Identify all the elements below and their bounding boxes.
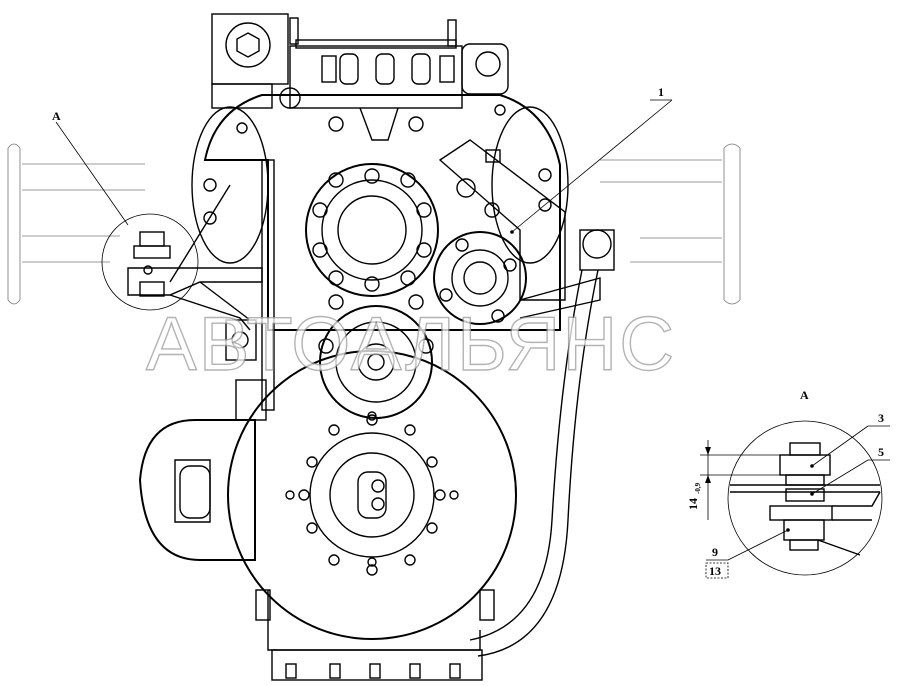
detail-view-a: А 14 -0,9 3 5	[686, 388, 890, 579]
item-3-label: 3	[878, 411, 884, 425]
bracket-plate	[438, 139, 566, 301]
upper-gear-cover	[305, 163, 439, 297]
pump-cover	[433, 231, 527, 325]
mount-arms	[127, 184, 615, 331]
detail-view-title: А	[800, 388, 809, 402]
flywheel-disc	[227, 350, 517, 640]
callout-1: 1	[510, 85, 673, 234]
item-1-label: 1	[658, 85, 664, 99]
left-oval-housing	[138, 419, 256, 561]
view-a-marker: А	[52, 109, 61, 123]
frame-rails	[7, 143, 741, 305]
left-mount-bolt	[133, 231, 171, 297]
item-13-label: 13	[709, 564, 721, 578]
dimension-value: 14	[686, 498, 700, 510]
item-5-label: 5	[878, 445, 884, 459]
valve-block	[211, 13, 509, 141]
base-and-pipe	[255, 269, 599, 681]
watermark-text: АВТОАЛЬЯНС	[146, 302, 676, 387]
middle-shaft-cover	[225, 294, 434, 419]
item-9-label: 9	[712, 545, 718, 559]
main-housing	[191, 94, 569, 421]
dimension-tolerance: -0,9	[694, 482, 702, 494]
view-a-circle: А	[52, 109, 199, 311]
